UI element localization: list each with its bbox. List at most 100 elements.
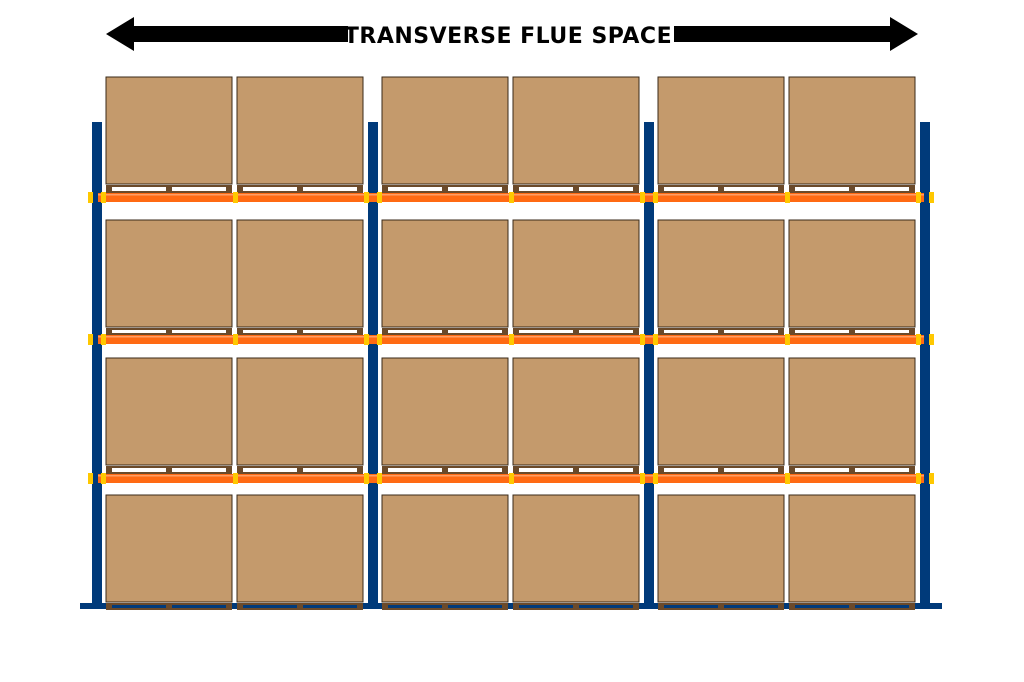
cardboard-box — [512, 494, 640, 603]
pallet-block — [789, 328, 795, 335]
beam-connector — [377, 334, 382, 345]
pallet-block — [106, 466, 112, 474]
pallet-block — [237, 466, 243, 474]
upright-frame — [92, 122, 102, 606]
cardboard-box — [105, 494, 233, 603]
cardboard-box — [788, 76, 916, 185]
pallet-block — [658, 328, 664, 335]
pallet-block — [502, 185, 508, 193]
pallet-block — [442, 603, 448, 610]
pallet-block — [357, 328, 363, 335]
pallet-block — [357, 185, 363, 193]
beam-connector — [101, 473, 106, 484]
pallet-block — [297, 603, 303, 610]
pallet-block — [513, 328, 519, 335]
pallet-block — [226, 466, 232, 474]
cardboard-box — [657, 357, 785, 466]
cardboard-box — [657, 219, 785, 328]
pallet-block — [237, 185, 243, 193]
pallet-block — [573, 328, 579, 335]
pallet-block — [849, 185, 855, 193]
cardboard-box — [381, 357, 509, 466]
pallet-block — [166, 185, 172, 193]
upright-frame — [368, 122, 378, 606]
beam-connector — [101, 192, 106, 203]
pallet-block — [789, 185, 795, 193]
beam-connector — [640, 192, 645, 203]
beam-connector — [364, 473, 369, 484]
cardboard-box — [236, 219, 364, 328]
cardboard-box — [105, 219, 233, 328]
pallet-block — [382, 466, 388, 474]
pallet-block — [778, 603, 784, 610]
beam-connector — [785, 334, 790, 345]
pallet-block — [502, 603, 508, 610]
pallet-block — [718, 603, 724, 610]
beam-connector — [509, 473, 514, 484]
pallet-block — [633, 185, 639, 193]
beam-connector — [509, 334, 514, 345]
pallet-block — [778, 466, 784, 474]
beam-connector — [785, 473, 790, 484]
pallet-block — [718, 328, 724, 335]
cardboard-box — [381, 494, 509, 603]
beam-connector — [233, 192, 238, 203]
beam-connector — [88, 334, 93, 345]
beam-connector — [364, 192, 369, 203]
cardboard-box — [657, 76, 785, 185]
pallet-block — [237, 603, 243, 610]
pallet-block — [226, 603, 232, 610]
upright-frame — [920, 122, 930, 606]
pallet-block — [718, 185, 724, 193]
cardboard-box — [788, 357, 916, 466]
cardboard-box — [512, 76, 640, 185]
beam-connector — [653, 192, 658, 203]
pallet-block — [166, 328, 172, 335]
pallet-block — [442, 185, 448, 193]
pallet-block — [778, 328, 784, 335]
beam-connector — [88, 192, 93, 203]
cardboard-box — [236, 357, 364, 466]
beam-connector — [101, 334, 106, 345]
beam-connector — [640, 334, 645, 345]
cardboard-box — [381, 219, 509, 328]
pallet-block — [909, 328, 915, 335]
pallet-block — [849, 328, 855, 335]
pallet-block — [502, 466, 508, 474]
beam-connector — [785, 192, 790, 203]
beam-connector — [233, 473, 238, 484]
cardboard-box — [512, 219, 640, 328]
cardboard-box — [381, 76, 509, 185]
pallet-block — [297, 185, 303, 193]
pallet-block — [513, 466, 519, 474]
rack-structure — [80, 76, 942, 610]
pallet-block — [297, 466, 303, 474]
pallet-block — [502, 328, 508, 335]
beam-connector — [929, 473, 934, 484]
cardboard-box — [236, 76, 364, 185]
beam-connector — [916, 192, 921, 203]
pallet-block — [658, 466, 664, 474]
pallet-block — [357, 466, 363, 474]
pallet-block — [789, 603, 795, 610]
beam-connector — [653, 473, 658, 484]
pallet-block — [573, 603, 579, 610]
beam-connector — [233, 334, 238, 345]
pallet-block — [573, 466, 579, 474]
cardboard-box — [657, 494, 785, 603]
right-arrow-icon — [674, 17, 918, 51]
pallet-block — [237, 328, 243, 335]
pallet-block — [849, 603, 855, 610]
beam-connector — [929, 192, 934, 203]
beam-connector — [509, 192, 514, 203]
pallet-block — [633, 328, 639, 335]
beam-connector — [916, 334, 921, 345]
pallet-block — [573, 185, 579, 193]
pallet-block — [226, 185, 232, 193]
beam-connector — [653, 334, 658, 345]
pallet-block — [513, 603, 519, 610]
floor-line — [80, 603, 942, 609]
pallet-block — [633, 466, 639, 474]
pallet-block — [789, 466, 795, 474]
